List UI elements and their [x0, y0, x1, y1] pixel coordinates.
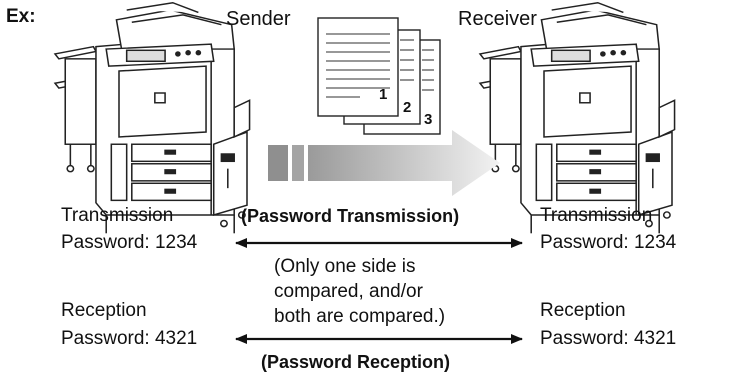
sender-transmission-password: Password: 1234 — [61, 232, 198, 253]
receiver-transmission-label: Transmission — [540, 205, 653, 226]
transmission-flow-arrow — [268, 130, 500, 196]
password-reception-label: (Password Reception) — [261, 352, 451, 372]
comparison-note-line-3: both are compared.) — [274, 306, 446, 327]
sender-label: Sender — [226, 8, 291, 30]
receiver-reception-label: Reception — [540, 300, 626, 321]
comparison-note-line-1: (Only one side is — [274, 256, 416, 277]
sender-transmission-label: Transmission — [61, 205, 174, 226]
password-transmission-label: (Password Transmission) — [241, 206, 460, 226]
page-number-3: 3 — [424, 111, 433, 128]
comparison-note-line-2: compared, and/or — [274, 281, 423, 302]
receiver-copier-icon — [479, 1, 676, 235]
receiver-reception-password: Password: 4321 — [540, 328, 677, 349]
example-label: Ex: — [6, 6, 36, 27]
page-number-2: 2 — [403, 99, 412, 116]
sender-reception-label: Reception — [61, 300, 147, 321]
page-number-1: 1 — [379, 86, 388, 103]
document-stack-icon — [317, 17, 441, 135]
receiver-transmission-password: Password: 1234 — [540, 232, 677, 253]
sender-reception-password: Password: 4321 — [61, 328, 198, 349]
receiver-label: Receiver — [458, 8, 537, 30]
sender-copier-icon — [54, 1, 251, 235]
